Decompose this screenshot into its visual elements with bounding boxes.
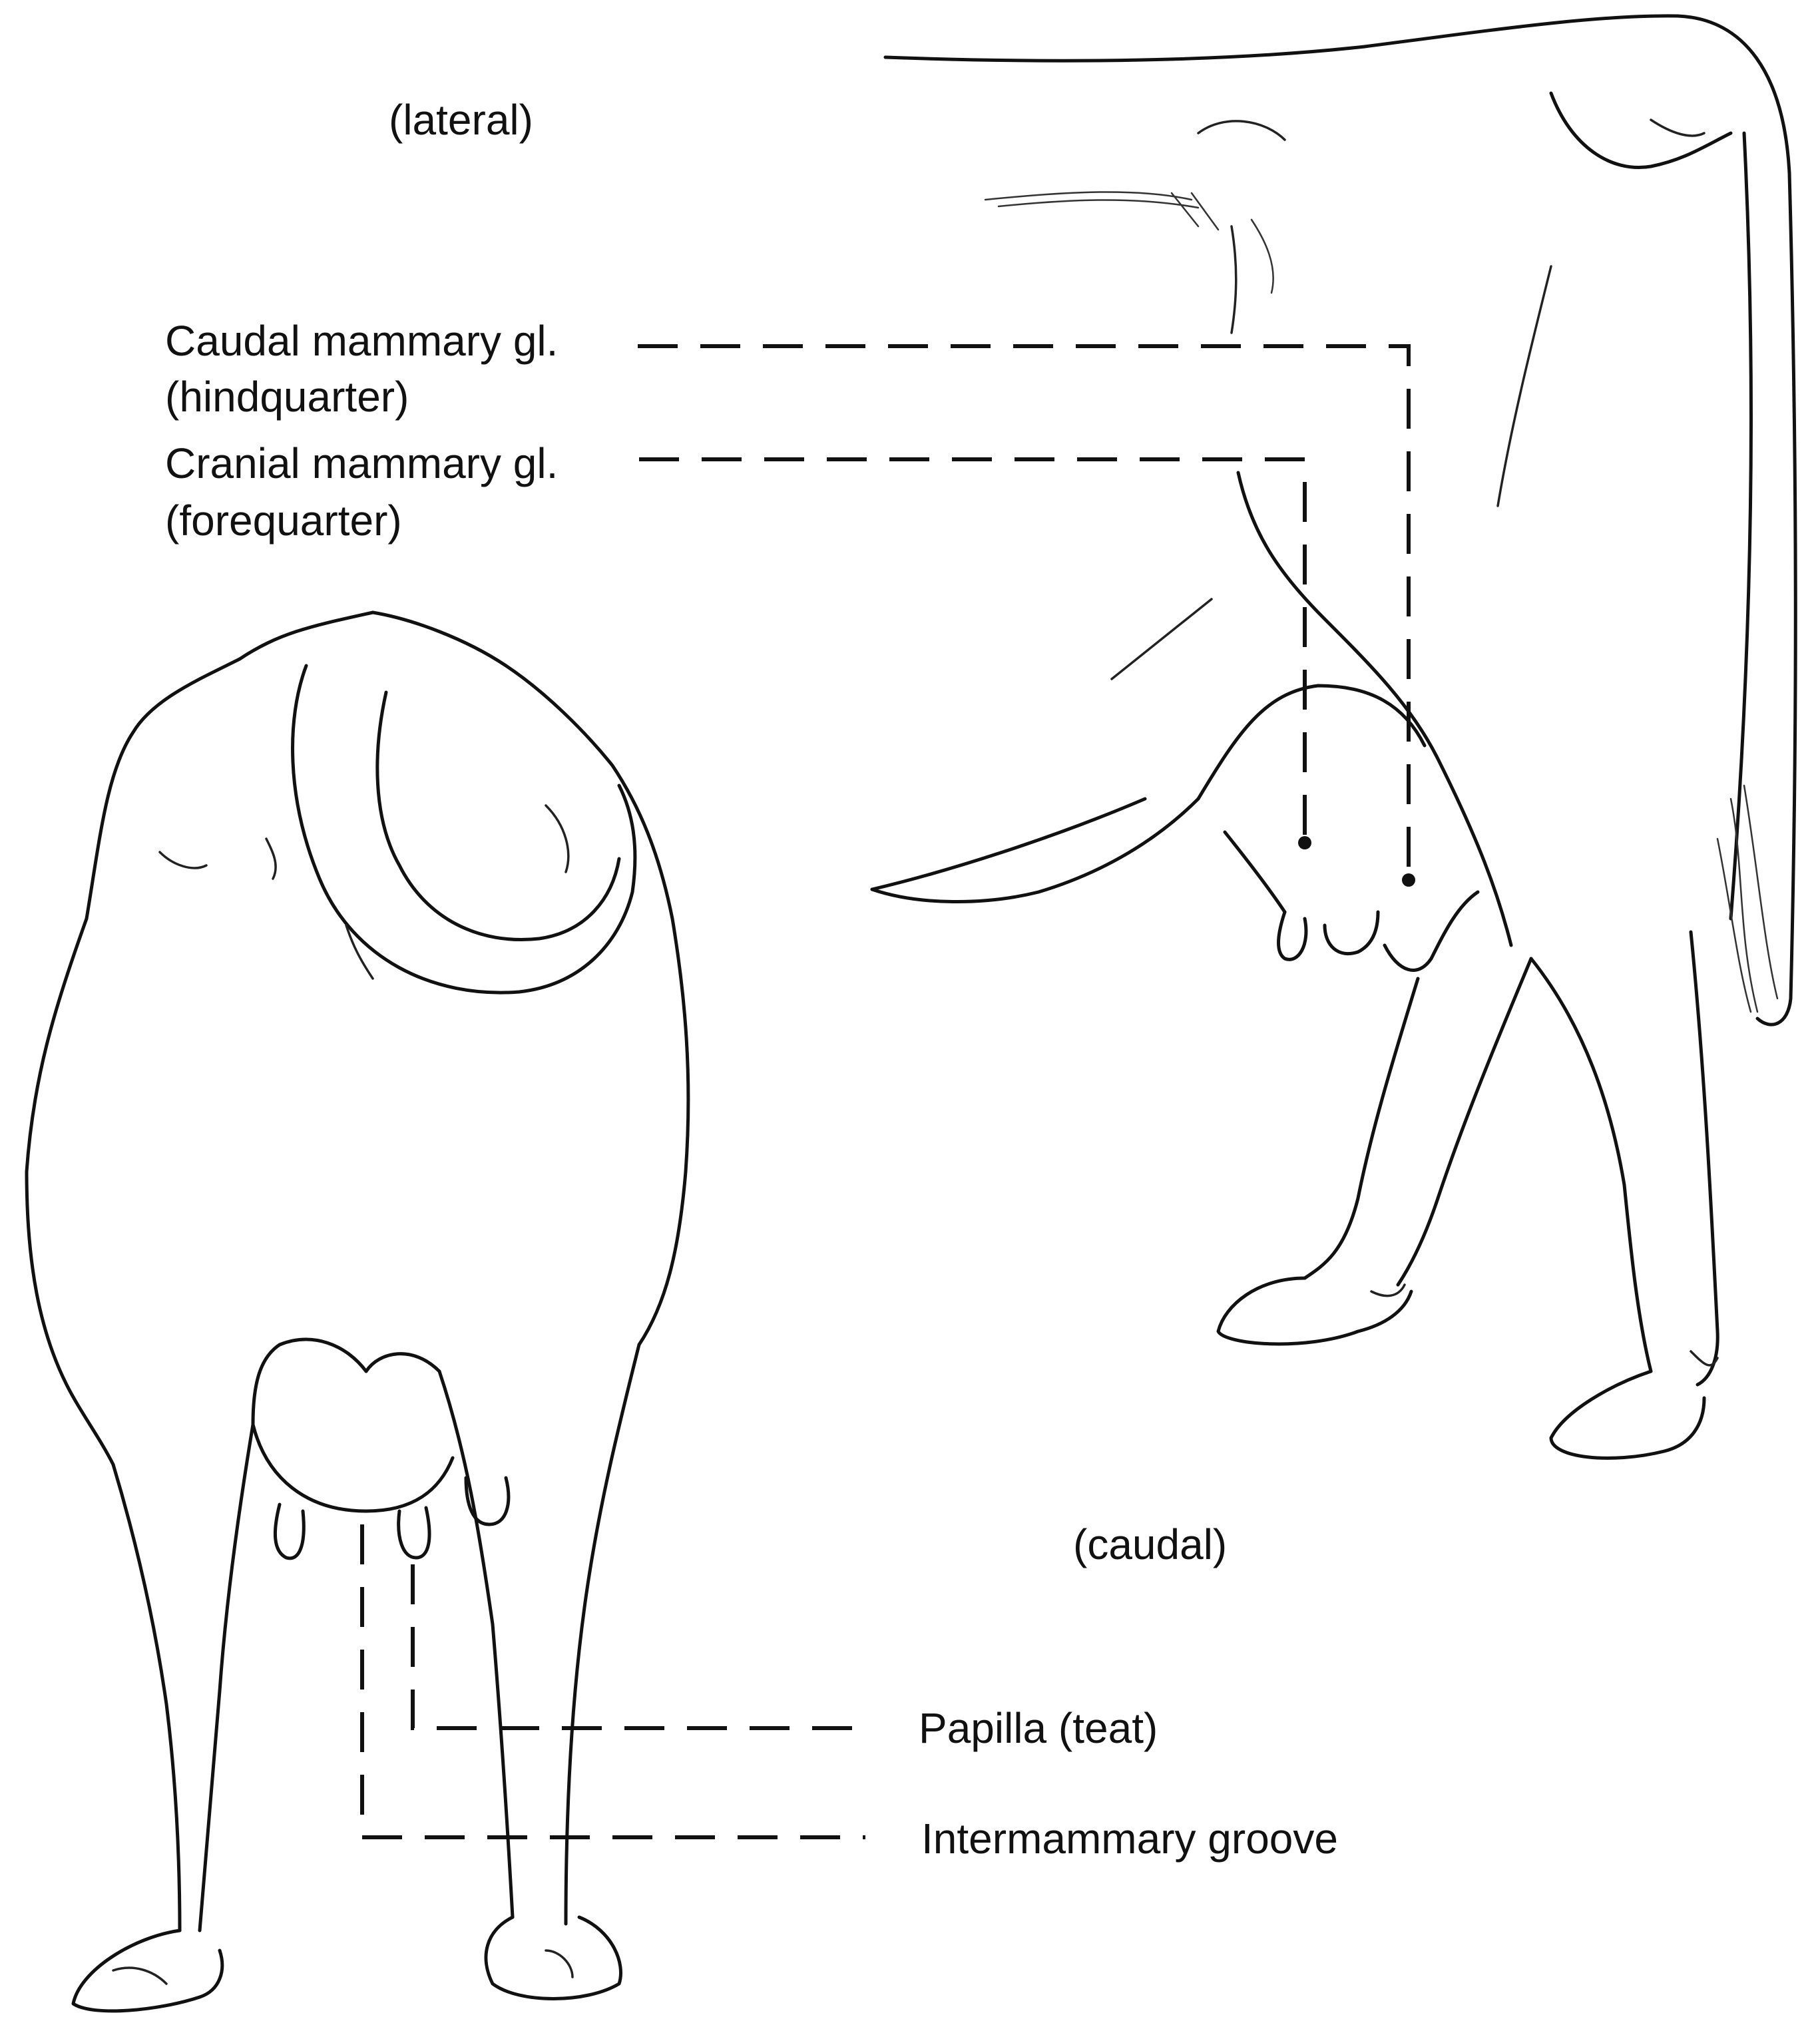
intermammary-groove-leader xyxy=(362,1524,865,1837)
cranial-gland-leader xyxy=(639,459,1305,841)
papilla-leader xyxy=(413,1564,865,1728)
caudal-gland-marker xyxy=(1402,873,1415,887)
caudal-gland-leader xyxy=(638,346,1409,879)
leader-lines xyxy=(362,346,1415,1837)
cranial-gland-marker xyxy=(1298,836,1311,849)
caudal-view-drawing xyxy=(27,612,688,2011)
lateral-view-drawing xyxy=(872,16,1795,1459)
